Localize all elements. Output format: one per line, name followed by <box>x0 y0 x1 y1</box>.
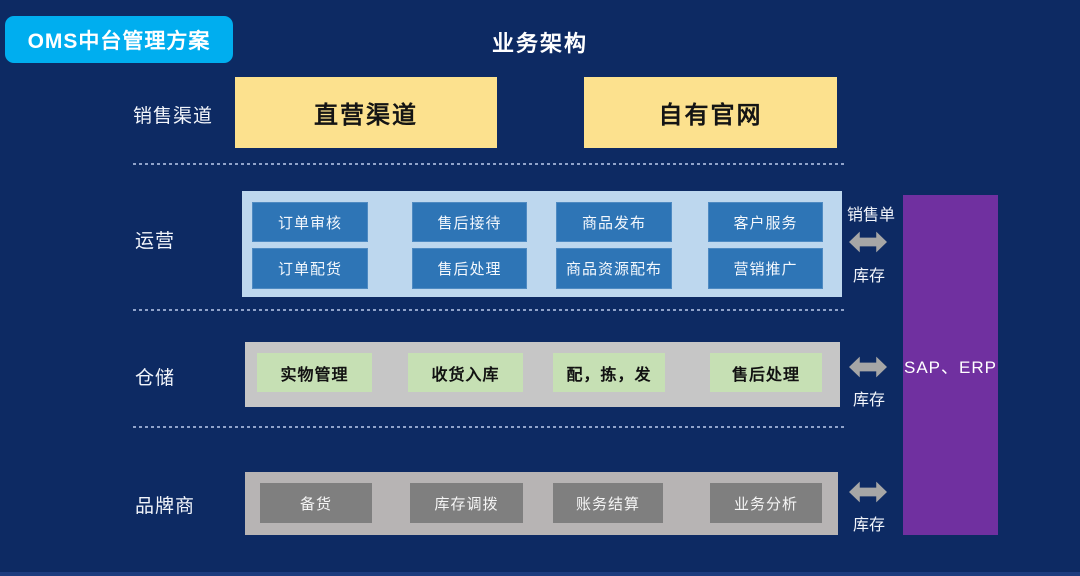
brand-box-inventory-transfer: 库存调拨 <box>410 483 523 523</box>
brand-box-account-settlement: 账务结算 <box>553 483 663 523</box>
flow-sales-order-label: 销售单 <box>846 207 895 224</box>
erp-box: SAP、ERP <box>903 195 998 535</box>
scheme-badge: OMS中台管理方案 <box>5 16 233 63</box>
op-box-product-publish: 商品发布 <box>556 202 672 242</box>
op-box-resource-distribution: 商品资源配布 <box>556 248 672 289</box>
flow-inventory-label: 库存 <box>852 517 885 534</box>
sync-arrow-icon <box>849 480 887 504</box>
row-label-sales-channels: 销售渠道 <box>133 106 214 127</box>
bottom-edge <box>0 572 1080 576</box>
op-box-aftersales-handling: 售后处理 <box>412 248 527 289</box>
row-label-brand-owner: 品牌商 <box>135 496 196 517</box>
flow-inventory-label: 库存 <box>852 268 885 285</box>
wh-box-physical-management: 实物管理 <box>257 353 372 392</box>
op-box-order-audit: 订单审核 <box>252 202 368 242</box>
channel-box-official-site: 自有官网 <box>584 77 837 148</box>
op-box-customer-service: 客户服务 <box>708 202 823 242</box>
op-box-order-allocation: 订单配货 <box>252 248 368 289</box>
flow-inventory-label: 库存 <box>852 392 885 409</box>
sync-arrow-icon <box>849 355 887 379</box>
op-box-marketing-promotion: 营销推广 <box>708 248 823 289</box>
wh-box-pick-pack-ship: 配，拣，发 <box>553 353 665 392</box>
op-box-aftersales-reception: 售后接待 <box>412 202 527 242</box>
erp-label: SAP、ERP <box>904 357 997 377</box>
row-label-warehouse: 仓储 <box>135 368 176 389</box>
brand-box-stocking: 备货 <box>260 483 372 523</box>
wh-box-aftersales-handling: 售后处理 <box>710 353 822 392</box>
row-label-operations: 运营 <box>135 231 176 252</box>
wh-box-receiving-warehousing: 收货入库 <box>408 353 523 392</box>
page-title: 业务架构 <box>491 31 589 56</box>
channel-box-direct: 直营渠道 <box>235 77 497 148</box>
scheme-badge-label: OMS中台管理方案 <box>27 29 211 53</box>
row-separator <box>133 309 845 311</box>
row-separator <box>133 163 845 165</box>
brand-box-business-analysis: 业务分析 <box>710 483 822 523</box>
row-separator <box>133 426 845 428</box>
sync-arrow-icon <box>849 230 887 254</box>
